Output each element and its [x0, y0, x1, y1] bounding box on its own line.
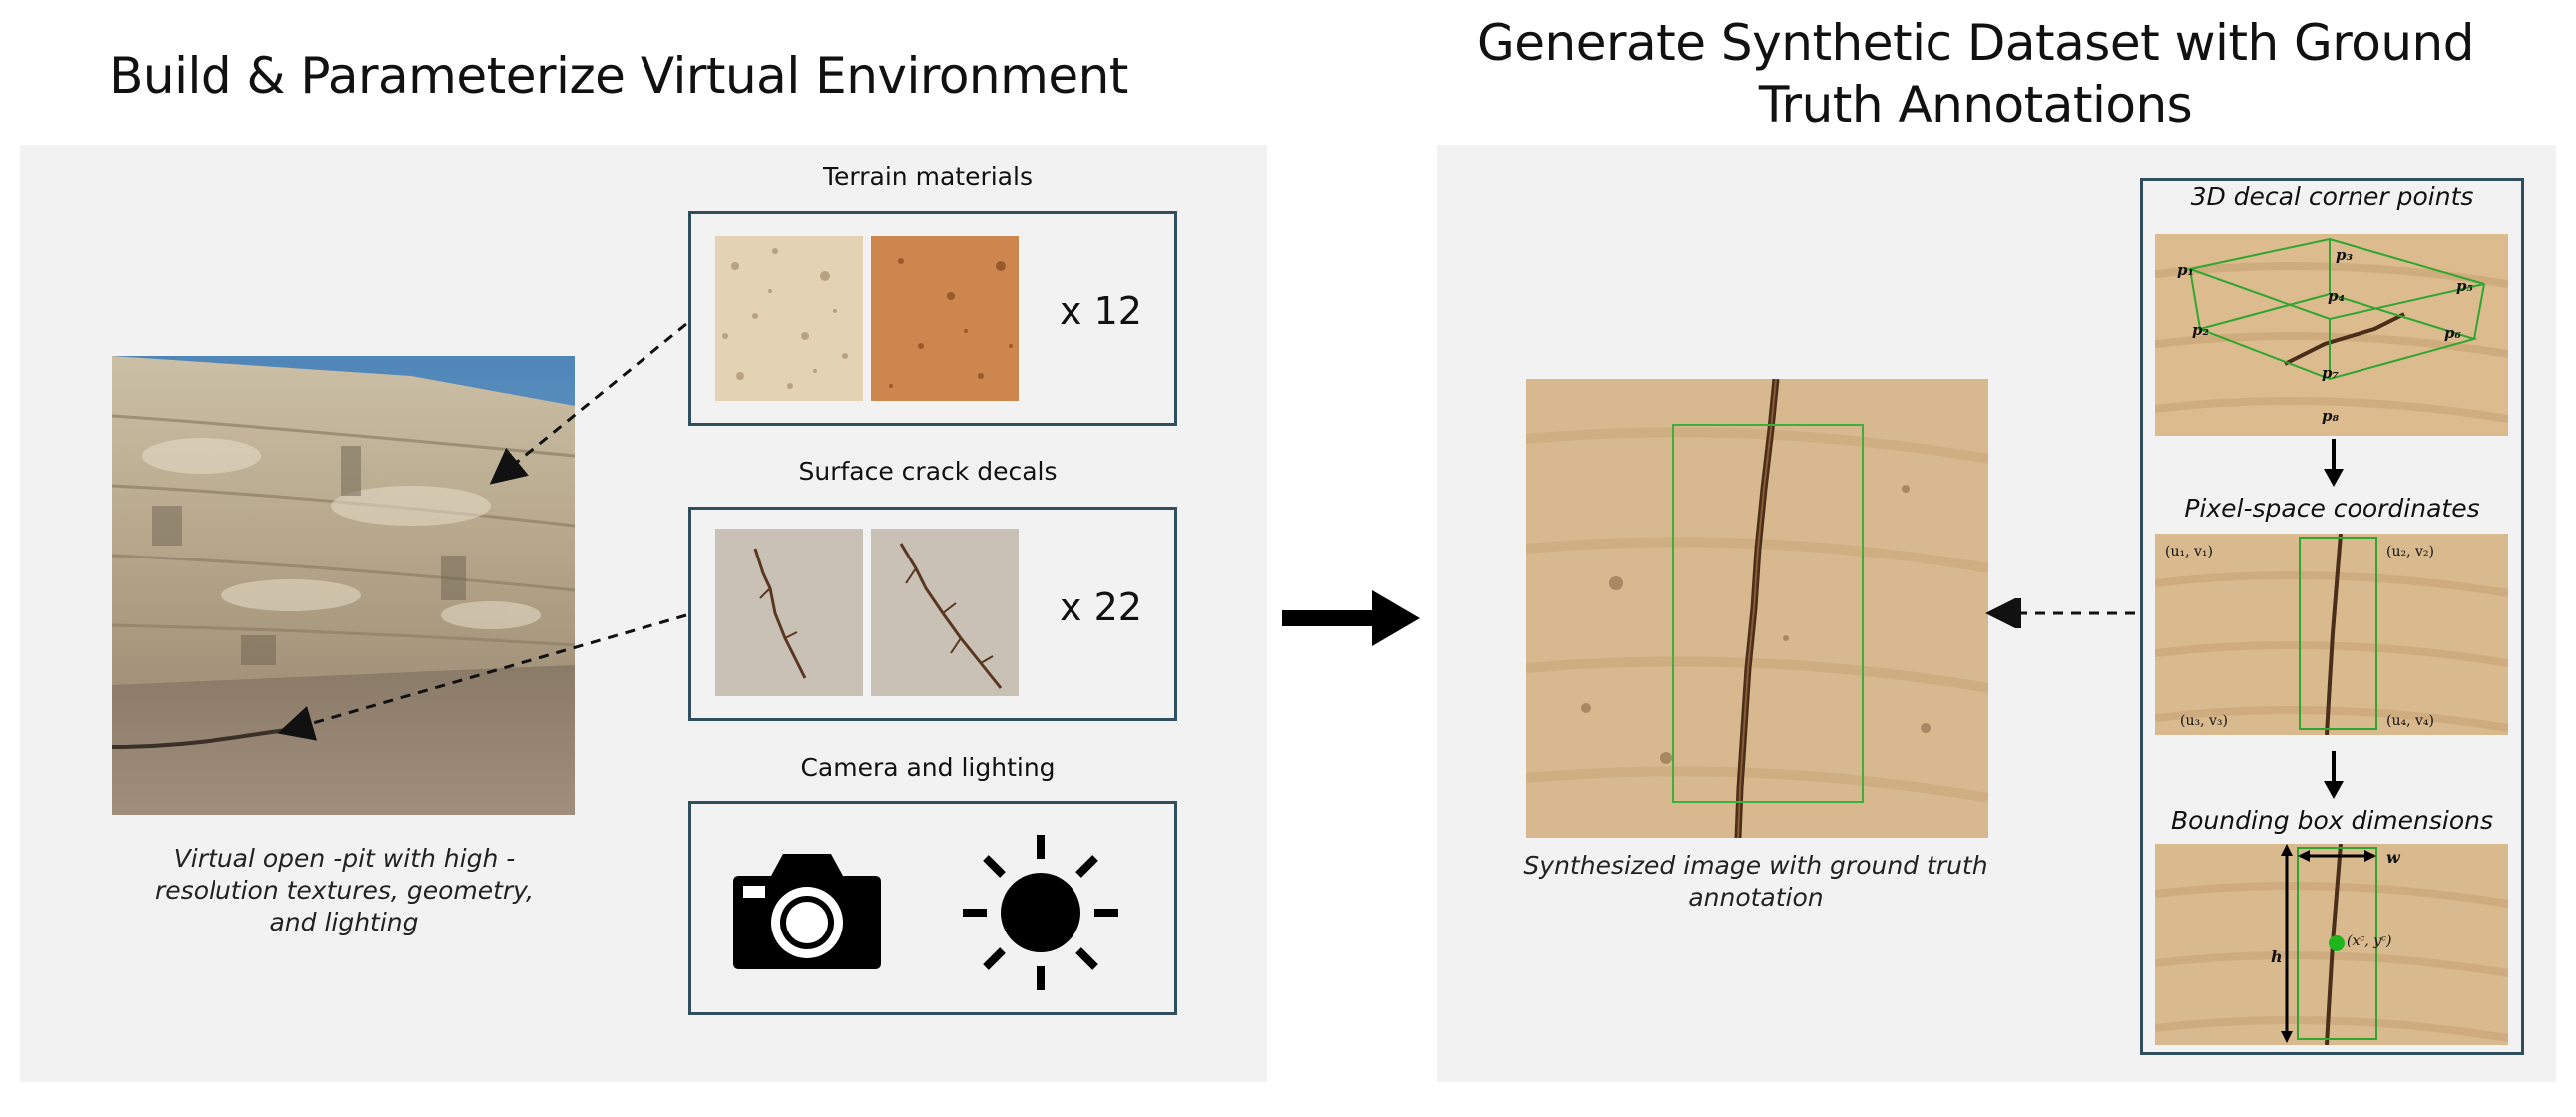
point-p7: p₇: [2322, 364, 2340, 382]
crack-decal-1: [715, 529, 863, 696]
left-title: Build & Parameterize Virtual Environment: [109, 47, 1128, 105]
right-caption-line-2: annotation: [1688, 883, 1824, 912]
point-p6: p₆: [2444, 324, 2462, 342]
coord-u2v2: (u₂, v₂): [2386, 544, 2434, 559]
terrain-materials-box: [688, 211, 1177, 426]
point-p1: p₁: [2177, 261, 2195, 279]
step-1-label: 3D decal corner points: [2190, 183, 2474, 211]
coord-u4v4: (u₄, v₄): [2386, 713, 2434, 729]
right-caption: Synthesized image with ground truth anno…: [1497, 850, 2015, 914]
coord-u1v1: (u₁, v₁): [2165, 544, 2213, 559]
point-p2: p₂: [2192, 321, 2210, 339]
bounding-box-image: [2155, 844, 2508, 1045]
bbox-width-label: w: [2386, 848, 2400, 867]
left-caption-line-3: and lighting: [269, 908, 419, 936]
annotation-steps-box: [2140, 178, 2524, 1055]
left-caption-line-1: Virtual open -pit with high -: [173, 844, 516, 873]
left-caption-line-2: resolution textures, geometry,: [155, 876, 534, 905]
synthesized-bounding-box: [1672, 424, 1864, 803]
bbox-height-label: h: [2271, 947, 2283, 966]
bbox-center-label: (xᶜ, yᶜ): [2347, 933, 2392, 949]
right-caption-line-1: Synthesized image with ground truth: [1523, 851, 1988, 880]
step-2-label: Pixel-space coordinates: [2184, 494, 2480, 523]
coord-u3v3: (u₃, v₃): [2180, 713, 2228, 729]
terrain-count: x 12: [1060, 289, 1142, 333]
right-title: Generate Synthetic Dataset with Ground T…: [1437, 12, 2514, 136]
surface-crack-decals-box: [688, 507, 1177, 721]
decal-corner-image: [2155, 234, 2508, 436]
left-caption: Virtual open -pit with high - resolution…: [110, 843, 579, 938]
point-p3: p₃: [2336, 246, 2354, 264]
terrain-texture-orange: [871, 236, 1019, 401]
dashed-arrow-right: [1985, 598, 2135, 628]
crack-count: x 22: [1060, 585, 1142, 629]
point-p8: p₈: [2322, 407, 2340, 425]
crack-decal-2: [871, 529, 1019, 696]
right-title-line-2: Truth Annotations: [1758, 76, 2193, 134]
camera-lighting-box: [688, 801, 1177, 1015]
dashed-arrows-left: [277, 322, 687, 741]
arrow-down-1: [2324, 439, 2344, 487]
pixel-space-image: [2155, 534, 2508, 735]
main-arrow-icon: [1282, 590, 1420, 646]
terrain-texture-light: [715, 236, 863, 401]
arrow-down-2: [2324, 751, 2344, 799]
open-pit-image: [112, 356, 575, 815]
terrain-materials-label: Terrain materials: [823, 162, 1033, 190]
right-title-line-1: Generate Synthetic Dataset with Ground: [1477, 14, 2474, 72]
point-p5: p₅: [2456, 277, 2474, 295]
step-3-label: Bounding box dimensions: [2170, 806, 2494, 835]
camera-lighting-label: Camera and lighting: [800, 753, 1056, 782]
sun-icon: [961, 833, 1120, 996]
surface-crack-decals-label: Surface crack decals: [798, 457, 1058, 486]
camera-icon: [731, 846, 883, 975]
synthesized-image: [1526, 379, 1988, 838]
point-p4: p₄: [2328, 287, 2346, 305]
